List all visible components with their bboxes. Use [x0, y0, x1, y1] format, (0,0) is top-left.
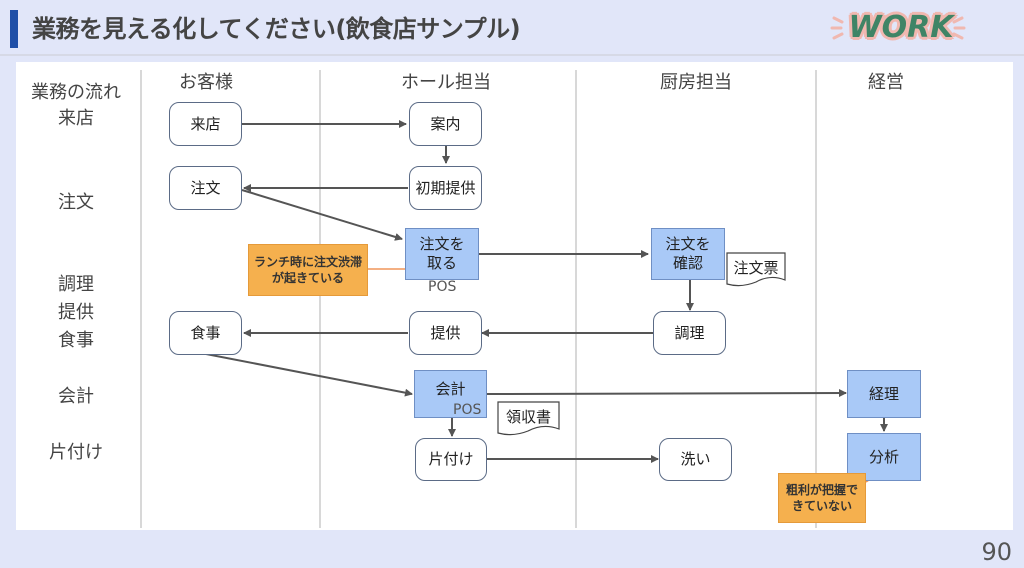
lane-divider: [575, 70, 577, 528]
badge-text: WORK: [848, 10, 954, 45]
node-kitchen-cook[interactable]: 調理: [653, 311, 726, 355]
document-order-slip-label: 注文票: [733, 258, 779, 277]
node-kitchen-wash[interactable]: 洗い: [659, 438, 732, 481]
step-label-cleanup: 片付け: [49, 442, 103, 463]
lane-divider: [140, 70, 142, 528]
node-customer-visit[interactable]: 来店: [169, 102, 242, 146]
node-hall-take-order[interactable]: 注文を 取る: [405, 228, 479, 280]
title-divider: [0, 54, 1024, 56]
node-kitchen-confirm-order[interactable]: 注文を 確認: [651, 228, 725, 280]
node-hall-guide[interactable]: 案内: [409, 102, 482, 146]
node-hall-checkout[interactable]: 会計: [414, 370, 487, 418]
step-label-serve: 提供: [58, 302, 94, 323]
flow-connectors: [205, 120, 888, 483]
pos-label-checkout: POS: [453, 402, 482, 418]
arrow-order-to-take: [241, 189, 403, 241]
lane-header-management: 経営: [868, 72, 904, 93]
document-shape-icon: [726, 252, 786, 287]
arrow-meal-to-checkout: [205, 353, 413, 397]
node-hall-cleanup[interactable]: 片付け: [415, 438, 487, 481]
step-label-checkout: 会計: [58, 386, 94, 407]
badge-sparkle-icon: [830, 16, 966, 40]
node-mgmt-accounting[interactable]: 経理: [847, 370, 921, 418]
lane-header-hall: ホール担当: [401, 72, 491, 93]
step-label-meal: 食事: [58, 330, 94, 351]
swimlane-diagram: お客様 ホール担当 厨房担当 経営 業務の流れ 来店 注文 調理 提供 食事 会…: [16, 62, 1013, 530]
arrow-checkout-to-accounting: [486, 389, 847, 398]
page-number: 90: [981, 538, 1012, 566]
issue-note-lunch-congestion: ランチ時に注文渋滞 が起きている: [248, 244, 368, 296]
issue-note-gross-profit: 粗利が把握で きていない: [778, 473, 866, 523]
step-label-cook: 調理: [58, 274, 94, 295]
document-receipt: 領収書: [497, 401, 560, 437]
node-hall-initial-serve[interactable]: 初期提供: [409, 166, 482, 210]
work-badge: WORK: [830, 8, 966, 48]
lane-header-customer: お客様: [179, 72, 233, 93]
lane-divider: [319, 70, 321, 528]
step-label-order: 注文: [58, 192, 94, 213]
steps-header: 業務の流れ: [31, 82, 121, 103]
lane-divider: [815, 70, 817, 528]
pos-label-take-order: POS: [428, 279, 457, 295]
document-order-slip: 注文票: [726, 252, 786, 288]
page-title: 業務を見える化してください(飲食店サンプル): [32, 15, 521, 43]
step-label-visit: 来店: [58, 108, 94, 129]
document-receipt-label: 領収書: [505, 407, 551, 426]
node-customer-order[interactable]: 注文: [169, 166, 242, 210]
node-hall-serve[interactable]: 提供: [409, 311, 482, 355]
lane-header-kitchen: 厨房担当: [660, 72, 732, 93]
title-accent-bar: [10, 10, 18, 48]
node-customer-meal[interactable]: 食事: [169, 311, 242, 355]
document-shape-icon: [497, 401, 560, 436]
